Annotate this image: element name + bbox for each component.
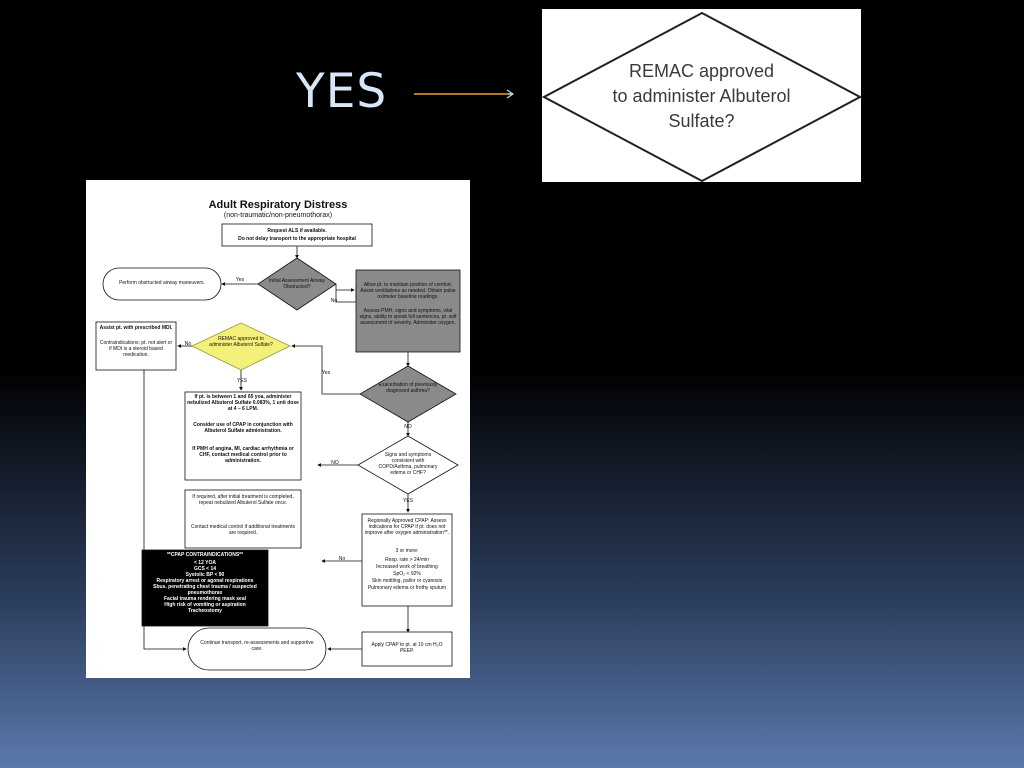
assist-pt-text: Assist pt. with prescribed MDI.	[99, 325, 173, 331]
spo2-text: SpO₂ < 92%	[393, 571, 421, 577]
contra-item: < 12 YOA	[193, 560, 216, 566]
signs-symptoms-text: Signs and symptoms consistent with COPD/…	[378, 452, 438, 476]
three-or-more-text: 3 or more:	[395, 548, 419, 554]
yes-label: YES	[296, 64, 388, 119]
contra-item: Systolic BP < 90	[185, 572, 225, 578]
contra-item: High risk of vomiting or aspiration	[164, 602, 246, 608]
contra-item: Respiratory arrest or agonal respiration…	[156, 578, 254, 584]
edema-text: Pulmonary edema or frothy sputum	[367, 585, 447, 591]
request-als-text: Request ALS if available.	[267, 228, 327, 234]
if-pmh-text: If PMH of angina, MI, cardiac arrhythmia…	[192, 446, 294, 464]
remac-small-text: REMAC approved to administer Albuterol S…	[209, 336, 273, 348]
repeat-text: If required, after initial treatment is …	[192, 494, 294, 506]
consider-cpap-text: Consider use of CPAP in conjunction with…	[193, 422, 293, 434]
arrow-right-icon	[414, 89, 514, 99]
contra-item: Tracheostomy	[188, 608, 222, 614]
work-breathing-text: Increased work of breathing	[376, 564, 438, 570]
flowchart-image: Adult Respiratory Distress (non-traumati…	[86, 180, 470, 678]
flowchart-connectors	[95, 223, 461, 671]
no-label-2: No	[184, 341, 192, 347]
initial-assessment-text: Initial Assessment Airway Obstructed?	[268, 278, 326, 290]
decision-diamond	[542, 11, 861, 182]
flowchart-title: Adult Respiratory Distress	[208, 199, 348, 211]
contraindications-text: Contraindications: pt. not alert or if M…	[99, 340, 173, 358]
contra-item: GCS < 14	[193, 566, 217, 572]
do-not-delay-text: Do not delay transport to the appropriat…	[238, 236, 356, 242]
assess-history-text: Assess PMH, signs and symptoms, vital si…	[359, 308, 457, 326]
remac-line-1: REMAC approved	[628, 61, 775, 81]
albuterol-text: If pt. is between 1 and 65 yoa, administ…	[187, 394, 299, 412]
remac-decision-zoom: REMAC approved to administer Albuterol S…	[542, 9, 861, 182]
apply-cpap-text: Apply CPAP to pt. at 10 cm H₂O PEEP.	[371, 642, 443, 654]
no-label-3: NO	[404, 424, 412, 430]
flowchart-subtitle: (non-traumatic/non-pneumothorax)	[223, 212, 333, 219]
remac-question: REMAC approved to administer Albuterol S…	[542, 59, 861, 134]
yes-label-2: Yes	[321, 370, 331, 376]
yes-label-1: Yes	[235, 277, 245, 283]
remac-line-3: Sulfate?	[668, 111, 735, 131]
cpap-contra-title: **CPAP CONTRAINDICATIONS**	[166, 552, 244, 558]
contra-item: Facial trauma rendering mask seal	[164, 596, 246, 602]
remac-line-2: to administer Albuterol	[612, 86, 791, 106]
continue-text: Continue transport, re-assessments and s…	[200, 640, 314, 652]
no-label-4: NO	[331, 460, 339, 466]
obstructed-airway-text: Perform obstructed airway maneuvers.	[119, 280, 205, 286]
yes-label-3: YES	[236, 378, 247, 384]
no-label-1: No	[330, 298, 338, 304]
no-label-5: No	[338, 556, 346, 562]
contact-control-text: Contact medical control if additional tr…	[191, 524, 295, 536]
resp-rate-text: Resp. rate > 24/min	[385, 557, 429, 563]
cpap-contra-list: < 12 YOA GCS < 14 Systolic BP < 90 Respi…	[144, 560, 266, 614]
contra-item: Sbus. penetrating chest trauma / suspect…	[153, 584, 257, 596]
cpap-criteria-text: Regionally Approved CPAP: Assess indicat…	[364, 518, 450, 536]
allow-position-text: Allow pt. to maintain position of comfor…	[360, 282, 456, 300]
exacerbation-text: Exacerbation of previously diagnosed ast…	[378, 382, 438, 394]
yes-label-4: YES	[402, 498, 413, 504]
skin-text: Skin mottling, pallor or cyanosis	[371, 578, 443, 584]
